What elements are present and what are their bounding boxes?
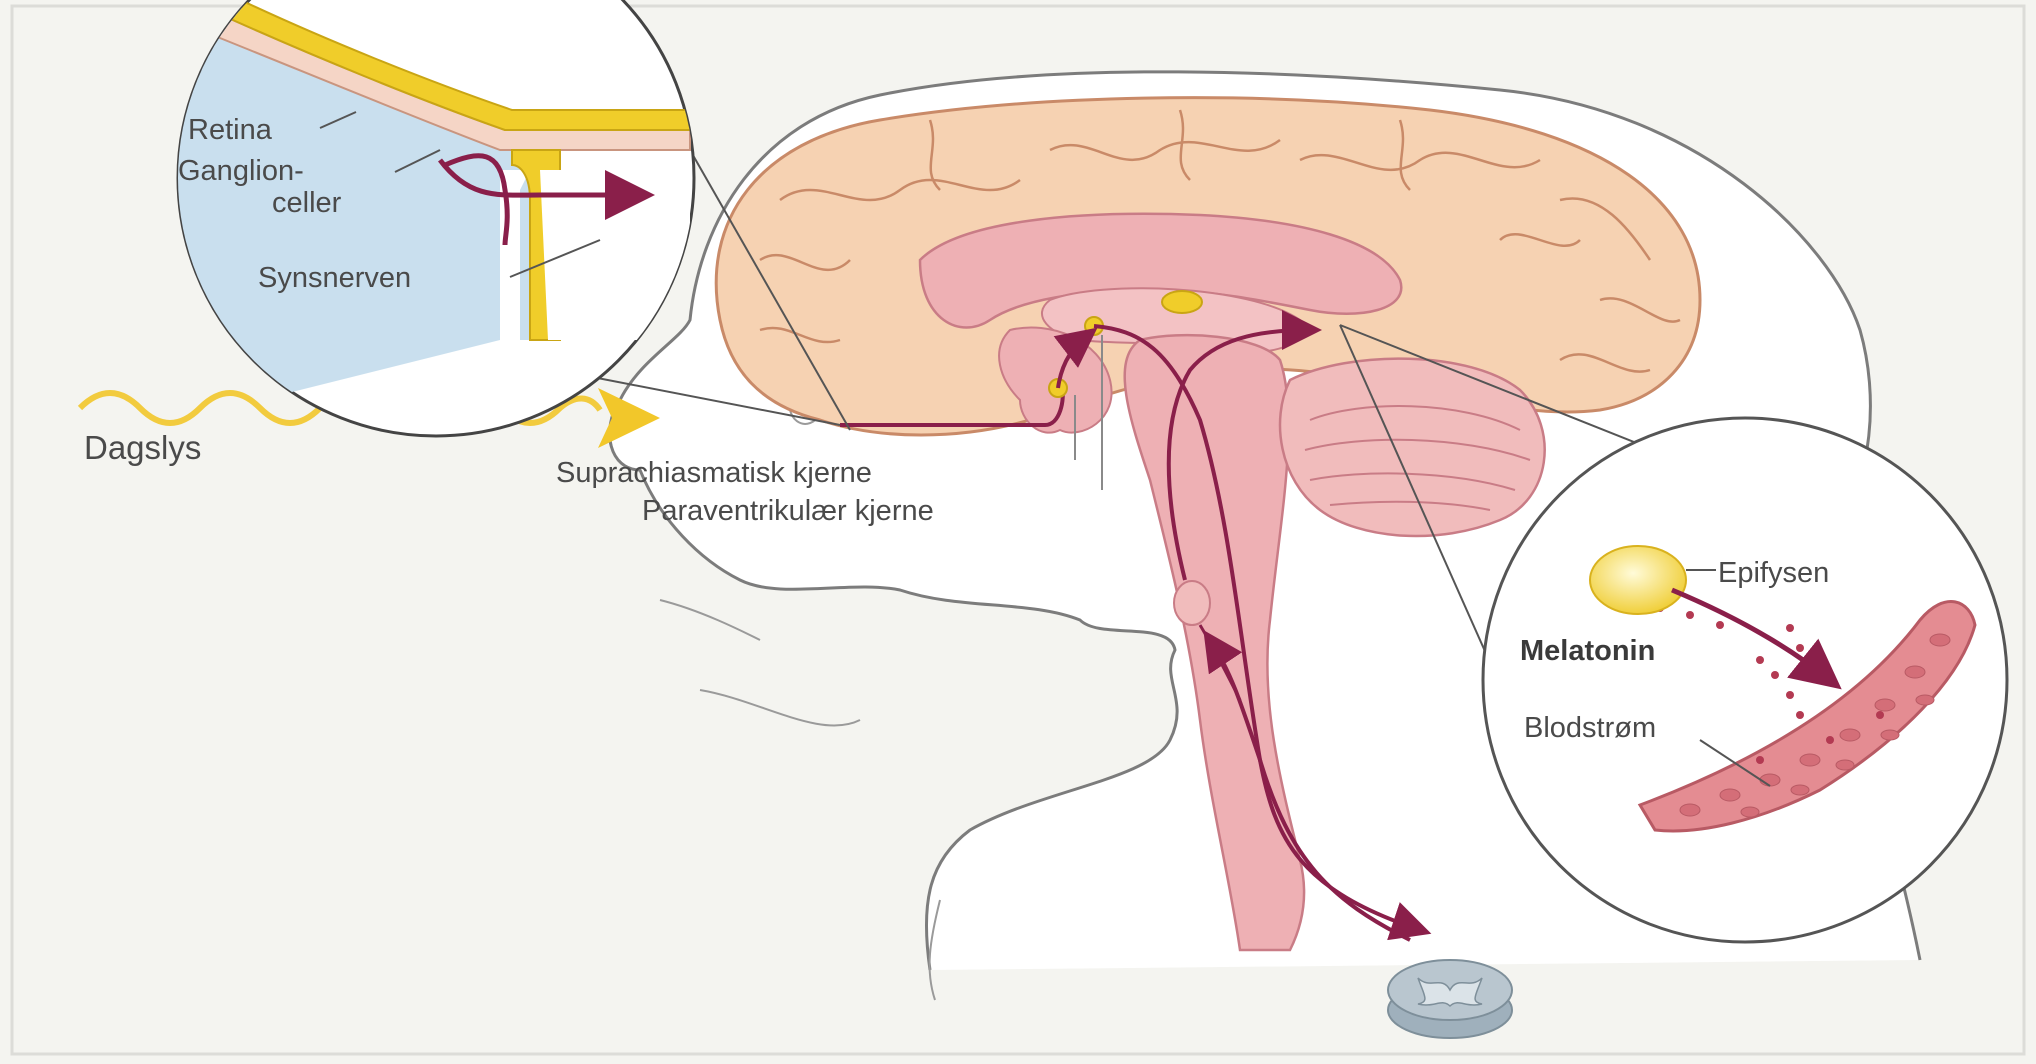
label-epifysen: Epifysen <box>1718 557 1829 589</box>
label-synsnerven: Synsnerven <box>258 262 411 294</box>
spinal-cord-cross-section <box>1388 960 1512 1038</box>
label-blodstrom: Blodstrøm <box>1524 712 1656 744</box>
label-ganglion-line2: celler <box>272 187 342 219</box>
epifysen-gland <box>1590 546 1686 614</box>
superior-cervical-ganglion <box>1174 581 1210 625</box>
pineal-gland <box>1162 291 1202 313</box>
label-paraventrikulaer: Paraventrikulær kjerne <box>642 495 934 527</box>
pineal-inset <box>1483 418 2007 942</box>
label-suprachiasmatisk: Suprachiasmatisk kjerne <box>556 457 872 489</box>
label-melatonin: Melatonin <box>1520 635 1655 667</box>
label-ganglion-line1: Ganglion- <box>178 155 304 187</box>
label-retina: Retina <box>188 114 273 146</box>
cerebellum <box>1280 359 1545 536</box>
label-dagslys: Dagslys <box>84 429 201 466</box>
